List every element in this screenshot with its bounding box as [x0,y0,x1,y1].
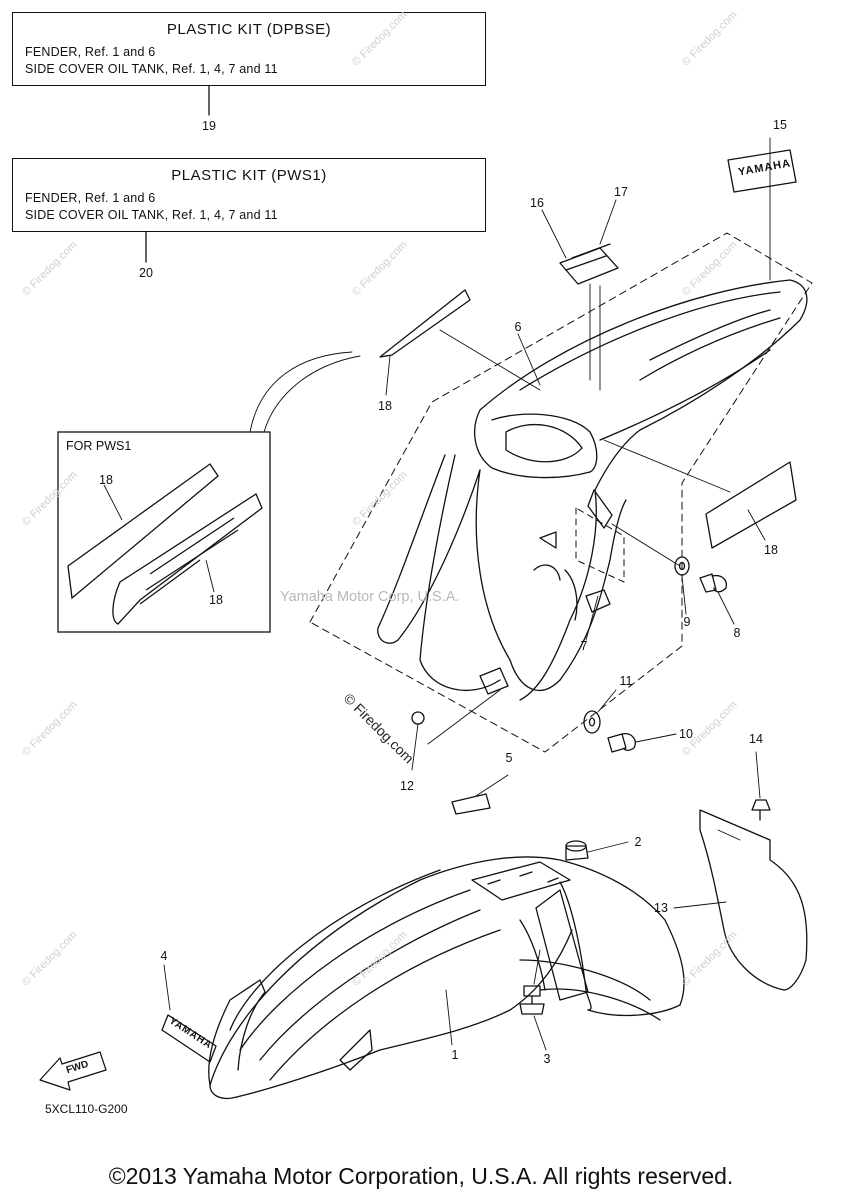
callout-9: 9 [683,615,691,629]
callout-18-right: 18 [764,543,778,557]
plastic-kit-dpbse-box: PLASTIC KIT (DPBSE) FENDER, Ref. 1 and 6… [12,12,486,86]
yamaha-watermark: Yamaha Motor Corp, U.S.A. [280,589,460,605]
callout-5: 5 [505,751,513,765]
kit-line: FENDER, Ref. 1 and 6 [25,191,156,205]
inset-label: FOR PWS1 [66,439,132,453]
callout-13: 13 [654,901,668,915]
callout-15: 15 [773,118,787,132]
callout-18-inset-b: 18 [209,593,223,607]
callout-8: 8 [733,626,741,640]
callout-2: 2 [634,835,642,849]
callout-10: 10 [679,727,693,741]
kit-line: SIDE COVER OIL TANK, Ref. 1, 4, 7 and 11 [25,208,278,222]
callout-4: 4 [160,949,168,963]
callout-1: 1 [451,1048,459,1062]
kit-line: SIDE COVER OIL TANK, Ref. 1, 4, 7 and 11 [25,62,278,76]
callout-20: 20 [139,266,153,280]
callout-3: 3 [543,1052,551,1066]
callout-17: 17 [614,185,628,199]
copyright-notice: ©2013 Yamaha Motor Corporation, U.S.A. A… [108,1163,734,1189]
plastic-kit-pws1-box: PLASTIC KIT (PWS1) FENDER, Ref. 1 and 6 … [12,158,486,232]
callout-11: 11 [619,674,633,688]
kit-title: PLASTIC KIT (PWS1) [171,167,327,184]
callout-18-inset-a: 18 [99,473,113,487]
kit-title: PLASTIC KIT (DPBSE) [166,21,332,38]
callout-18-top: 18 [378,399,392,413]
diagram-code: 5XCL110-G200 [45,1102,128,1116]
callout-6: 6 [514,320,522,334]
callout-7: 7 [580,639,588,653]
kit-line: FENDER, Ref. 1 and 6 [25,45,156,59]
callout-19: 19 [202,119,216,133]
callout-16: 16 [530,196,544,210]
callout-14: 14 [749,732,763,746]
callout-12: 12 [400,779,414,793]
